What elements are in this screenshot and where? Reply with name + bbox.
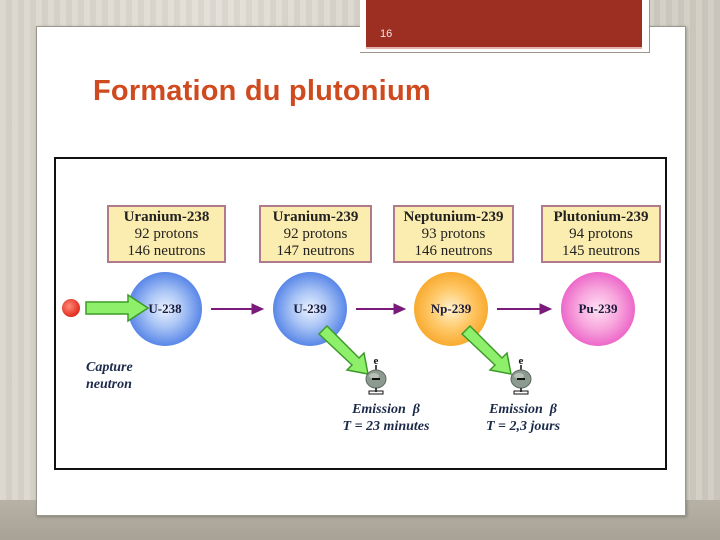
slide-number-bar: 16	[366, 0, 642, 49]
isotope-protons: 92 protons	[283, 226, 348, 242]
emission-caption-1: Emission β T = 23 minutes	[326, 401, 446, 435]
plutonium-formation-diagram: Uranium-238 92 protons 146 neutrons Uran…	[54, 157, 667, 470]
isotope-box-np239: Neptunium-239 93 protons 146 neutrons	[393, 205, 514, 263]
capture-neutron-caption: Capture neutron	[86, 359, 133, 393]
nucleus-label: U-239	[293, 301, 327, 316]
isotope-protons: 94 protons	[569, 226, 633, 242]
svg-text:e: e	[519, 355, 524, 367]
isotope-neutrons: 146 neutrons	[414, 243, 493, 259]
isotope-protons: 93 protons	[421, 226, 486, 242]
isotope-box-pu239: Plutonium-239 94 protons 145 neutrons	[541, 205, 661, 263]
isotope-name: Plutonium-239	[553, 209, 649, 225]
isotope-name: Uranium-238	[123, 209, 210, 225]
transition-arrow-icon	[211, 303, 553, 315]
half-life-label: T = 23 minutes	[342, 419, 430, 434]
isotope-neutrons: 145 neutrons	[562, 243, 640, 259]
slide-title: Formation du plutonium	[93, 75, 431, 107]
electron-icon: e	[510, 355, 532, 395]
isotope-name: Uranium-239	[272, 209, 359, 225]
reaction-arrows	[85, 293, 553, 375]
neutron-particle-icon	[62, 299, 80, 317]
decay-arrow-icon	[317, 324, 512, 375]
nucleus-label: Np-239	[430, 301, 472, 316]
nucleus-label: U-238	[148, 301, 182, 316]
nucleus-np239: Np-239	[414, 272, 488, 346]
isotope-box-u239: Uranium-239 92 protons 147 neutrons	[259, 205, 372, 263]
emission-caption-2: Emission β T = 2,3 jours	[468, 401, 578, 435]
isotope-neutrons: 147 neutrons	[276, 243, 355, 259]
nucleus-label: Pu-239	[578, 301, 618, 316]
svg-text:e: e	[374, 355, 379, 367]
isotope-protons: 92 protons	[134, 226, 199, 242]
nucleus-pu239: Pu-239	[561, 272, 635, 346]
slide-number-frame: 16	[360, 0, 650, 53]
emission-label: Emission β	[489, 402, 557, 417]
isotope-neutrons: 146 neutrons	[127, 243, 206, 259]
caption-line: Capture	[86, 360, 133, 375]
emission-label: Emission β	[352, 402, 420, 417]
half-life-label: T = 2,3 jours	[485, 419, 561, 434]
caption-line: neutron	[86, 377, 132, 392]
capture-arrow-icon	[85, 293, 150, 323]
electron-icon: e	[365, 355, 387, 395]
isotope-name: Neptunium-239	[403, 209, 504, 225]
nucleus-u238: U-238	[128, 272, 202, 346]
isotope-box-u238: Uranium-238 92 protons 146 neutrons	[107, 205, 226, 263]
slide-number: 16	[380, 28, 393, 40]
